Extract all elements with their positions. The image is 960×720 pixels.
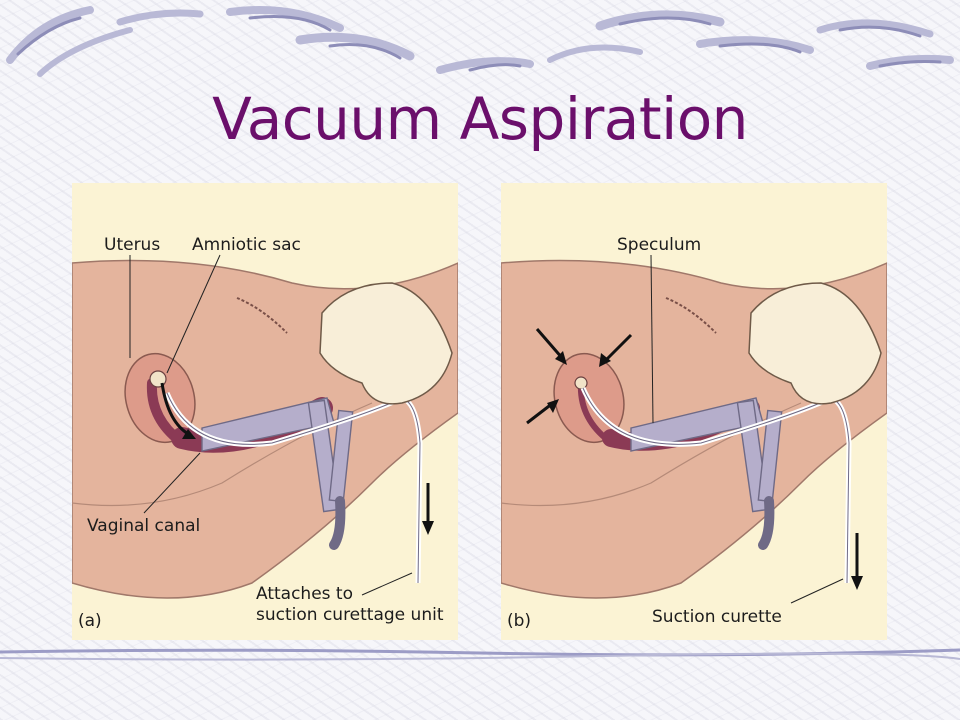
label-speculum: Speculum [617, 235, 702, 255]
label-suction-curette: Suction curette [652, 607, 782, 627]
panel-b-tag: (b) [507, 611, 532, 631]
panel-b-illustration [501, 183, 887, 640]
decorative-footer-rule [0, 648, 960, 661]
panel-a-tag: (a) [78, 611, 102, 631]
label-attaches-to: Attaches to [256, 584, 353, 604]
slide-title: Vacuum Aspiration [212, 85, 748, 153]
diagram-panel-b: Speculum Suction curette (b) [501, 183, 887, 640]
label-amniotic-sac: Amniotic sac [192, 235, 301, 255]
label-vaginal-canal: Vaginal canal [87, 516, 201, 536]
label-suction-curettage-unit: suction curettage unit [256, 605, 444, 625]
diagram-panel-a: Uterus Amniotic sac Vaginal canal Attach… [72, 183, 458, 640]
label-uterus: Uterus [104, 235, 161, 255]
decorative-banner [6, 6, 954, 77]
panel-a-illustration [72, 183, 458, 640]
